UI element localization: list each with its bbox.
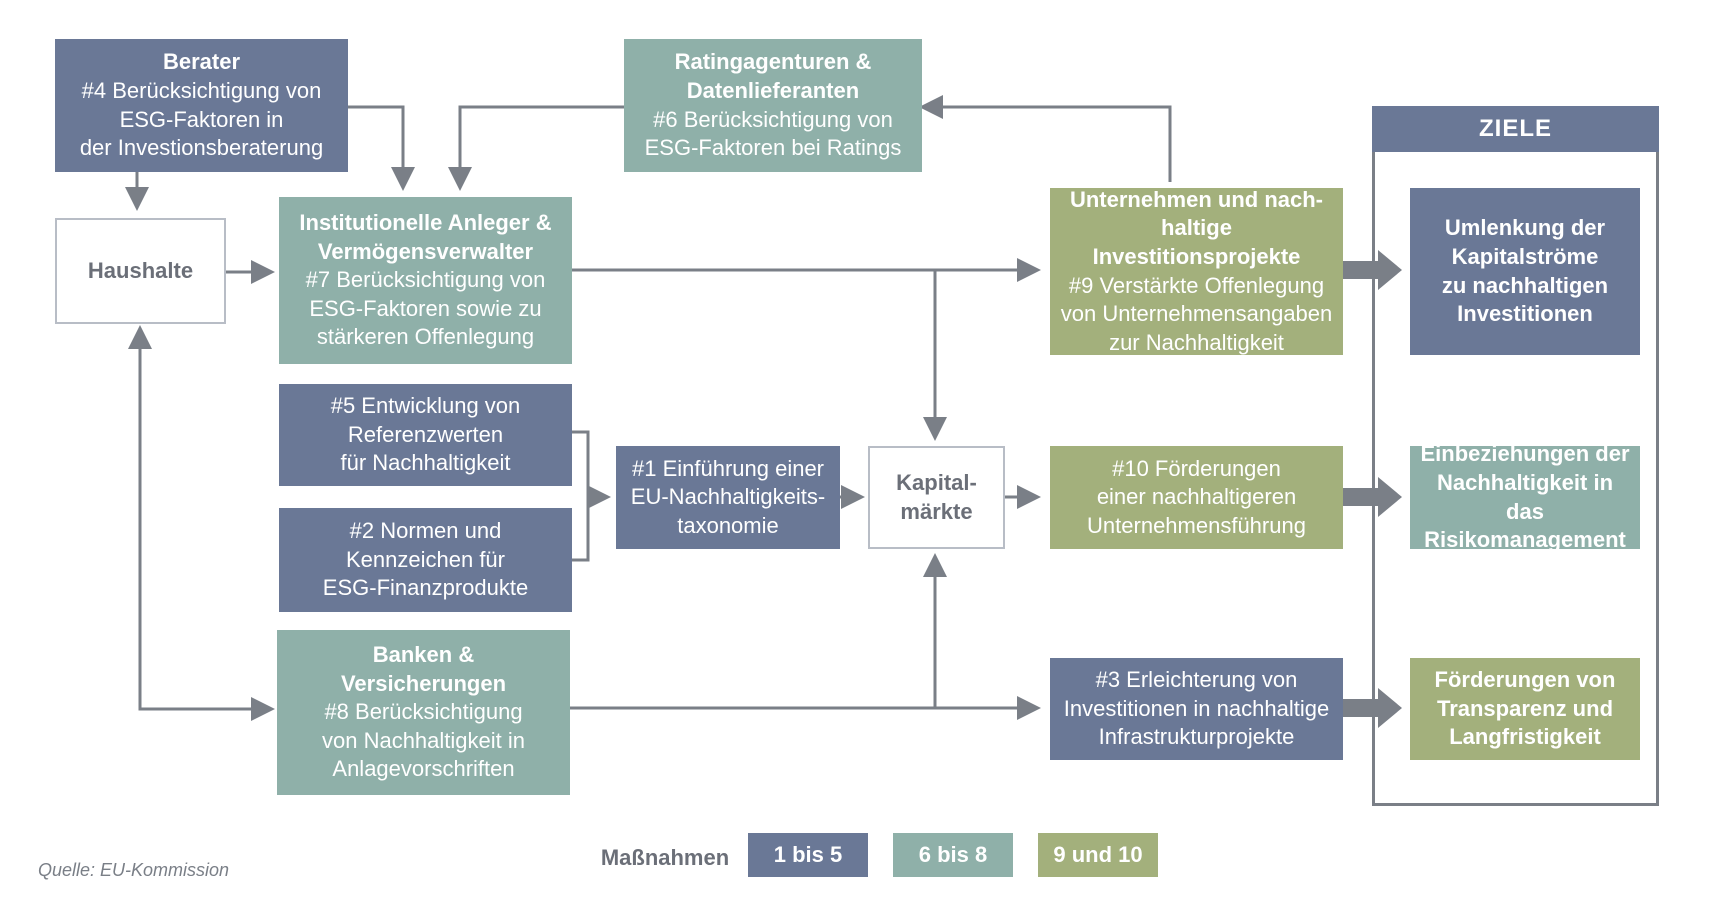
node-normen: #2 Normen und Kennzeichen für ESG-Finanz…: [279, 508, 572, 612]
node-berater-line: ESG-Faktoren in: [119, 106, 284, 132]
thick-arrow-goal-3: [1340, 688, 1402, 728]
node-institutionelle-title: Vermögensverwalter: [317, 238, 534, 264]
thick-arrow-goal-1: [1340, 250, 1402, 290]
node-haushalte-label: Haushalte: [87, 257, 194, 283]
node-institutionelle-line: #7 Berücksichtigung von: [305, 267, 546, 293]
node-normen-line: Kennzeichen für: [346, 546, 505, 572]
legend-label: Maßnahmen: [600, 845, 730, 870]
node-berater-title: Berater: [162, 49, 241, 75]
goal-line: Umlenkung der: [1444, 215, 1606, 241]
node-institutionelle-line: ESG-Faktoren sowie zu: [309, 295, 542, 321]
node-normen-line: #2 Normen und: [349, 518, 502, 544]
goal-line: Langfristigkeit: [1449, 724, 1601, 750]
node-referenz-line: Referenzwerten: [347, 421, 504, 447]
node-unternehmen-line: zur Nachhaltigkeit: [1109, 329, 1284, 355]
node-kapital-line: Kapital-: [896, 469, 977, 495]
node-banken-line: #8 Berücksichtigung: [324, 699, 523, 725]
ziele-header: ZIELE: [1372, 106, 1659, 152]
node-haushalte: Haushalte: [55, 218, 226, 324]
node-unternehmen-title: Unternehmen und nach-: [1069, 186, 1323, 212]
goal-line: Transparenz und: [1436, 695, 1614, 721]
node-referenz-line: #5 Entwicklung von: [330, 393, 521, 419]
node-normen-line: ESG-Finanzprodukte: [322, 575, 529, 601]
goal-line: Förderungen von: [1434, 667, 1616, 693]
node-foerderungen-10: #10 Förderungen einer nachhaltigeren Unt…: [1050, 446, 1343, 549]
arrow-unternehmen-rating: [919, 95, 1172, 182]
node-unternehmen-title: haltige Investitionsprojekte: [1092, 215, 1301, 269]
node-banken-line: Anlagevorschriften: [332, 756, 515, 782]
node-rating-title: Ratingagenturen &: [674, 49, 872, 75]
node-unternehmen-line: #9 Verstärkte Offenlegung: [1068, 272, 1325, 298]
node-institutionelle-line: stärkeren Offenlegung: [316, 324, 535, 350]
node-taxonomie: #1 Einführung einer EU-Nachhaltigkeits- …: [616, 446, 840, 549]
node-banken-title: Versicherungen: [340, 670, 507, 696]
node-referenz-line: für Nachhaltigkeit: [340, 450, 511, 476]
goal-line: Kapitalströme: [1451, 243, 1599, 269]
node-institutionelle-anleger: Institutionelle Anleger & Vermögensverwa…: [279, 197, 572, 364]
legend-item-6-bis-8: 6 bis 8: [893, 833, 1013, 877]
legend-item-9-und-10: 9 und 10: [1038, 833, 1158, 877]
node-banken: Banken & Versicherungen #8 Berücksichtig…: [277, 630, 570, 795]
node-berater-line: der Investionsberaterung: [79, 135, 324, 161]
arrow-berater-institutionelle: [348, 105, 415, 191]
node-rating-line: ESG-Faktoren bei Ratings: [644, 135, 902, 161]
goal-risikomanagement: Einbeziehungen der Nachhaltigkeit in das…: [1410, 441, 1640, 552]
node-erleichterung: #3 Erleichterung von Investitionen in na…: [1050, 658, 1343, 760]
node-banken-title: Banken &: [372, 642, 475, 668]
node-institutionelle-title: Institutionelle Anleger &: [299, 210, 552, 236]
source-note: Quelle: EU-Kommission: [38, 860, 230, 880]
goal-line: zu nachhaltigen: [1441, 272, 1609, 298]
goal-line: Risikomanagement: [1424, 527, 1626, 553]
node-banken-line: von Nachhaltigkeit in: [321, 727, 525, 753]
legend-item-1-bis-5: 1 bis 5: [748, 833, 868, 877]
node-foerderungen10-line: Unternehmensführung: [1087, 512, 1306, 538]
node-rating-line: #6 Berücksichtigung von: [653, 106, 893, 132]
node-foerderungen10-line: #10 Förderungen: [1112, 455, 1281, 481]
node-unternehmen-line: von Unternehmensangaben: [1060, 301, 1333, 327]
node-berater: Berater #4 Berücksichtigung von ESG-Fakt…: [55, 39, 348, 172]
node-kapitalmaerkte: Kapital- märkte: [868, 446, 1005, 549]
node-foerderungen10-line: einer nachhaltigeren: [1096, 484, 1297, 510]
goal-umlenkung: Umlenkung der Kapitalströme zu nachhalti…: [1410, 188, 1640, 355]
node-erleichterung-line: Infrastrukturprojekte: [1098, 724, 1295, 750]
node-taxonomie-line: #1 Einführung einer: [631, 455, 825, 481]
node-taxonomie-line: taxonomie: [677, 512, 779, 538]
thick-arrow-goal-2: [1340, 477, 1402, 517]
node-erleichterung-line: #3 Erleichterung von: [1095, 667, 1298, 693]
goal-line: Einbeziehungen der: [1420, 441, 1630, 467]
node-kapital-line: märkte: [900, 498, 973, 524]
node-unternehmen: Unternehmen und nach- haltige Investitio…: [1050, 186, 1343, 355]
node-taxonomie-line: EU-Nachhaltigkeits-: [630, 484, 826, 510]
ziele-panel: [1372, 106, 1659, 806]
node-rating-title: Datenlieferanten: [686, 77, 860, 103]
arrow-haushalte-banken: [138, 336, 275, 721]
node-berater-line: #4 Berücksichtigung von: [81, 77, 322, 103]
bracket-referenz-normen: [572, 430, 590, 562]
node-erleichterung-line: Investitionen in nachhaltige: [1063, 695, 1330, 721]
goal-line: Nachhaltigkeit in das: [1436, 469, 1614, 524]
goal-line: Investitionen: [1457, 301, 1593, 327]
node-referenzwerte: #5 Entwicklung von Referenzwerten für Na…: [279, 384, 572, 486]
arrow-rating-institutionelle: [448, 105, 624, 191]
node-ratingagenturen: Ratingagenturen & Datenlieferanten #6 Be…: [624, 39, 922, 172]
goal-transparenz: Förderungen von Transparenz und Langfris…: [1410, 658, 1640, 760]
